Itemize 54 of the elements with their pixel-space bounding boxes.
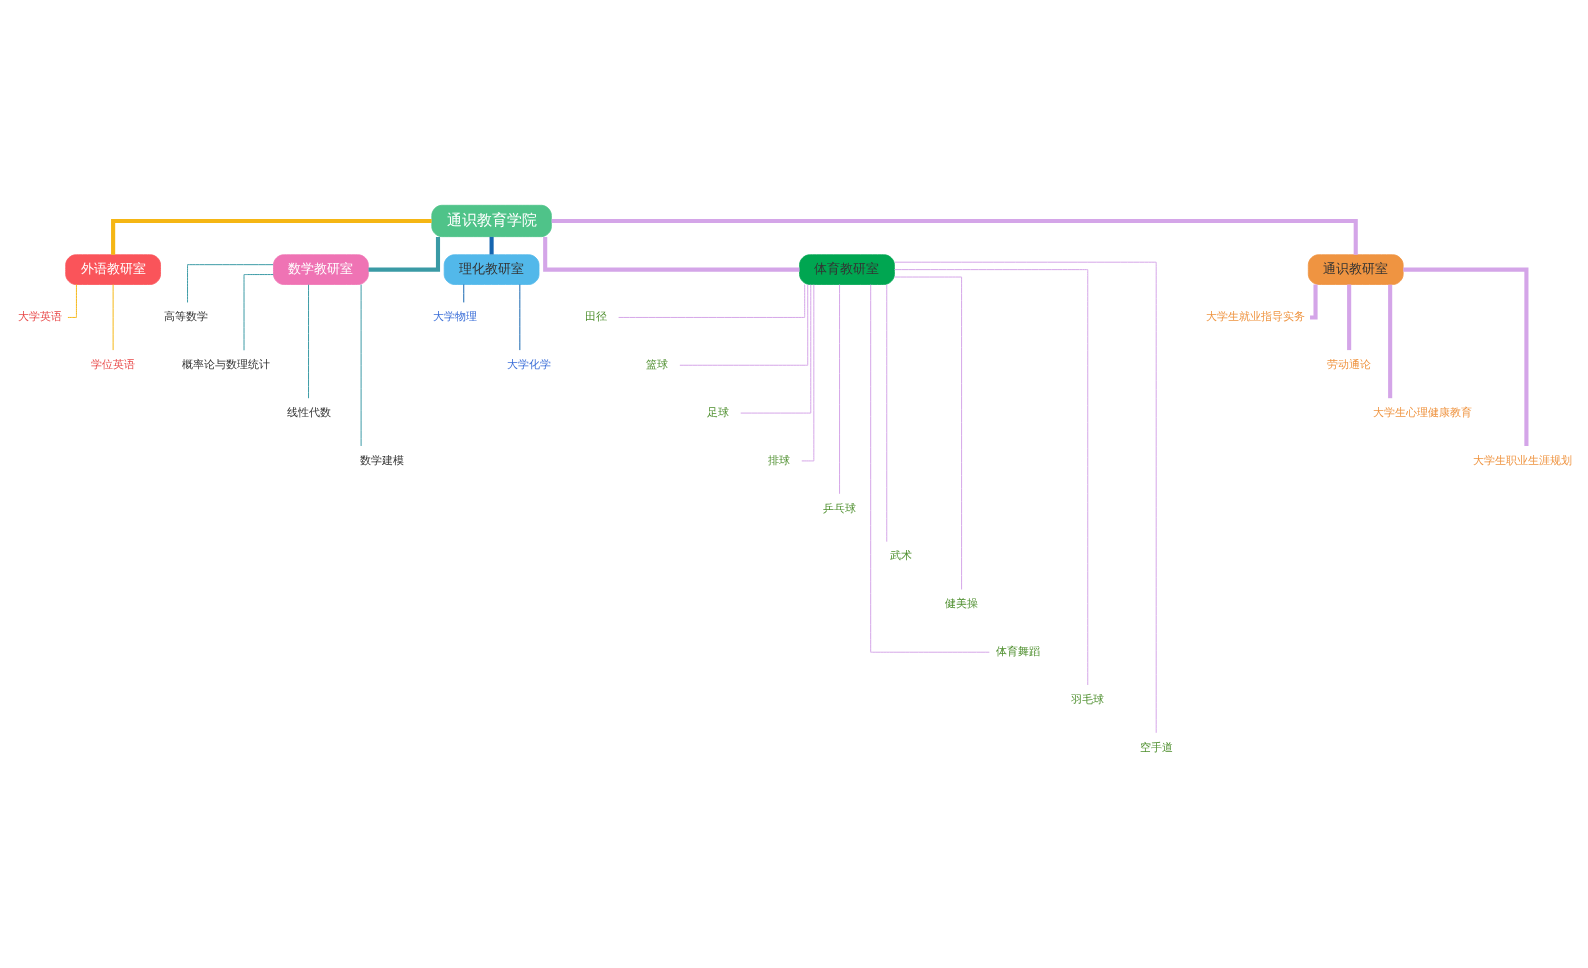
node-text: 田径 xyxy=(585,310,608,324)
connector xyxy=(618,284,806,318)
node-text: 足球 xyxy=(707,405,730,419)
connector xyxy=(894,261,1157,734)
connector xyxy=(187,264,274,303)
connector xyxy=(308,284,310,399)
connector xyxy=(894,269,1089,686)
node-text: 篮球 xyxy=(646,358,669,372)
connector xyxy=(679,284,809,366)
node-box: 体育教研室 xyxy=(799,254,895,285)
node-text: 概率论与数理统计 xyxy=(182,358,271,372)
connector xyxy=(112,284,114,351)
connector xyxy=(489,236,494,255)
node-text: 乒乓球 xyxy=(823,501,857,515)
node-text: 体育舞蹈 xyxy=(995,645,1040,659)
node-box: 外语教研室 xyxy=(65,254,161,285)
connector xyxy=(463,284,465,303)
node-text: 大学物理 xyxy=(433,310,478,324)
node-text: 排球 xyxy=(768,453,791,467)
connector xyxy=(551,218,1358,255)
node-box: 通识教研室 xyxy=(1307,254,1404,285)
node-text: 健美操 xyxy=(945,597,979,611)
node-text: 空手道 xyxy=(1139,740,1173,754)
node-text: 高等数学 xyxy=(164,310,209,324)
connector xyxy=(111,218,432,255)
node-text: 大学生心理健康教育 xyxy=(1373,405,1473,419)
connector xyxy=(360,284,362,447)
connector xyxy=(67,284,77,318)
connector xyxy=(1388,284,1393,399)
node-text: 羽毛球 xyxy=(1071,692,1105,706)
node-text: 大学化学 xyxy=(506,358,551,372)
connector xyxy=(1403,267,1529,446)
node-text: 数学建模 xyxy=(359,453,404,467)
node-text: 武术 xyxy=(890,549,913,563)
connector xyxy=(839,284,841,495)
connector xyxy=(1347,284,1352,351)
connector xyxy=(543,236,800,272)
connector xyxy=(886,284,888,543)
connector xyxy=(740,284,812,414)
node-text: 大学英语 xyxy=(17,310,62,324)
connector xyxy=(368,236,441,272)
node-box: 理化教研室 xyxy=(443,254,540,285)
connector xyxy=(243,274,274,351)
node-text: 学位英语 xyxy=(91,358,136,372)
node-text: 线性代数 xyxy=(286,405,331,419)
node-text: 劳动通论 xyxy=(1327,358,1372,372)
connector xyxy=(1310,284,1318,320)
node-text: 大学生就业指导实务 xyxy=(1206,310,1306,324)
connector xyxy=(519,284,521,351)
node-text: 大学生职业生涯规划 xyxy=(1472,453,1572,467)
connector xyxy=(870,284,990,653)
node-box: 数学教研室 xyxy=(273,254,369,285)
node-box: 通识教育学院 xyxy=(431,204,552,238)
connector xyxy=(894,276,963,590)
